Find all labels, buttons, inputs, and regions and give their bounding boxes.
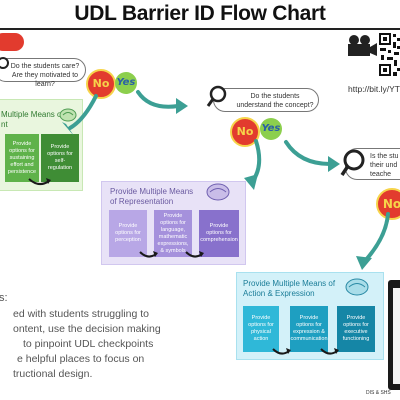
- qr-url[interactable]: http://bit.ly/YT: [348, 84, 400, 94]
- credit-text: DIS & SHS: [366, 390, 391, 396]
- notes-heading: s:: [0, 292, 8, 304]
- engagement-item-effort-text: Provide options for sustaining effort an…: [7, 140, 37, 175]
- arrow-no-to-action: [362, 212, 390, 264]
- action-item-expression-text: Provide options for expression & communi…: [290, 315, 328, 342]
- magnifier-icon: [340, 149, 365, 176]
- action-item-expression: Provide options for expression & communi…: [290, 306, 328, 352]
- representation-item-comprehension: Provide options for comprehension: [199, 210, 239, 257]
- arrowhead: [328, 156, 340, 172]
- arrowhead: [356, 256, 372, 270]
- notes-body: ed with students struggling to ontent, u…: [13, 307, 173, 382]
- notes-line: ontent, use the decision making: [13, 323, 161, 335]
- yes-badge-2: Yes: [260, 118, 282, 140]
- arrow-icon: [185, 251, 204, 258]
- engagement-item-effort: Provide options for sustaining effort an…: [5, 134, 39, 182]
- start-pill: [0, 33, 24, 51]
- video-camera-icon: [348, 35, 377, 56]
- notes-line: tructional design.: [13, 368, 93, 380]
- question-motivation-text: Do the students care? Are they motivated…: [10, 63, 80, 88]
- brain-icon: [206, 183, 230, 201]
- no-label: No: [382, 197, 400, 211]
- arrow-yes-to-q3: [284, 140, 332, 166]
- engagement-panel: Multiple Means of nt Provide options for…: [0, 99, 83, 191]
- yes-badge-1: Yes: [115, 72, 137, 94]
- magnifier-icon: [0, 57, 9, 69]
- arrowhead: [176, 98, 188, 114]
- arrowhead: [244, 174, 258, 190]
- action-item-executive: Provide options for executive functionin…: [337, 306, 375, 352]
- brain-icon: [345, 278, 369, 296]
- arrow-icon: [139, 251, 158, 258]
- no-label: No: [92, 77, 110, 90]
- engagement-item-self-regulation: Provide options for self-regulation: [41, 134, 79, 182]
- brain-icon: [59, 108, 77, 122]
- qr-code-pattern: [378, 32, 400, 78]
- action-expression-title: Provide Multiple Means of Action & Expre…: [243, 279, 336, 298]
- yes-label: Yes: [261, 123, 281, 134]
- question-understanding: Do the students understand the concept?: [213, 88, 319, 112]
- no-label: No: [236, 125, 254, 138]
- representation-item-comprehension-text: Provide options for comprehension: [200, 223, 238, 243]
- title-underline: [0, 28, 400, 30]
- arrow-icon: [28, 178, 51, 185]
- side-panel-inner: [393, 288, 400, 384]
- representation-item-language: Provide options for language, mathematic…: [154, 210, 192, 257]
- action-item-executive-text: Provide options for executive functionin…: [342, 315, 370, 342]
- qr-code: [378, 32, 400, 78]
- arrow-yes-to-q2: [136, 90, 180, 109]
- representation-title: Provide Multiple Means of Representation: [110, 187, 194, 206]
- representation-item-perception-text: Provide options for perception: [115, 223, 141, 243]
- notes-line: to pinpoint UDL checkpoints: [23, 338, 154, 350]
- representation-item-language-text: Provide options for language, mathematic…: [157, 212, 189, 254]
- representation-item-perception: Provide options for perception: [109, 210, 147, 257]
- arrowhead: [62, 122, 74, 136]
- action-item-physical: Provide options for physical action: [243, 306, 279, 352]
- representation-panel: Provide Multiple Means of Representation…: [101, 181, 246, 265]
- arrow-icon: [320, 348, 339, 355]
- yes-label: Yes: [116, 77, 136, 88]
- notes-line: ed with students struggling to: [13, 308, 149, 320]
- arrow-icon: [272, 348, 291, 355]
- question-motivation: Do the students care? Are they motivated…: [0, 58, 86, 88]
- page-title: UDL Barrier ID Flow Chart: [74, 2, 326, 25]
- question-understanding-text: Do the students understand the concept?: [236, 93, 314, 109]
- action-item-physical-text: Provide options for physical action: [248, 315, 274, 342]
- notes-line: e helpful places to focus on: [17, 353, 145, 365]
- arrow-no-to-engagement: [68, 94, 98, 130]
- engagement-item-self-regulation-text: Provide options for self-regulation: [47, 144, 73, 171]
- action-expression-panel: Provide Multiple Means of Action & Expre…: [236, 272, 384, 360]
- magnifier-icon: [206, 85, 227, 107]
